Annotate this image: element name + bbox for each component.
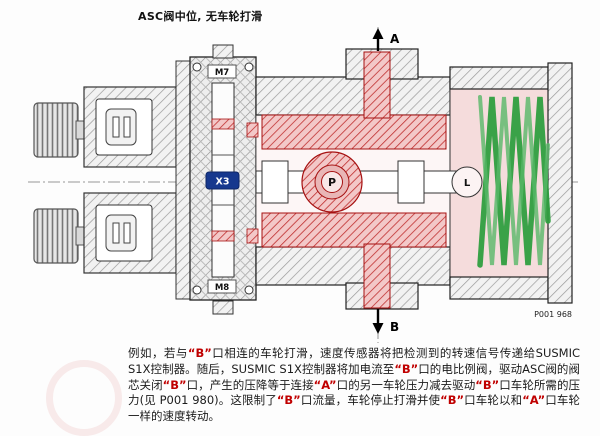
- gauge-port-m8-label: M8: [215, 283, 229, 293]
- figure-number: P001 968: [534, 310, 572, 319]
- caption-segment: 口车轮以和: [464, 393, 523, 408]
- arrow-down-icon: [372, 323, 384, 334]
- caption-text: 例如，若与“B”口相连的车轮打滑，速度传感器将把检测到的转速信号传递给SUSMI…: [128, 346, 580, 425]
- valve-cross-section-svg: M7 M8 P: [28, 27, 578, 343]
- caption-segment: 口车轮所需的压力(见 P001 980)。这限制了: [128, 377, 581, 408]
- pressure-chamber-top: [261, 114, 447, 150]
- leak-port-l: L: [451, 166, 483, 198]
- return-spring: [477, 95, 551, 268]
- caption-segment: 口相连的车轮打滑，速度传感器将把检测到的转速信号传递给SUSMIC S1X控制器…: [128, 346, 581, 376]
- port-a-arrow: A: [372, 28, 400, 51]
- caption-port-ref: “B”: [187, 346, 212, 360]
- caption-port-ref: “B”: [276, 393, 301, 408]
- caption-port-ref: “A”: [522, 393, 546, 408]
- arrow-up-icon: [372, 28, 384, 39]
- electrical-plug-top: [33, 102, 87, 158]
- pressure-chambers: [246, 51, 447, 309]
- caption-segment: 口流量，车轮停止打滑并使: [300, 393, 441, 408]
- port-b-duct: [363, 243, 391, 309]
- connector-x3-label: X3: [216, 177, 230, 188]
- end-cap: [547, 62, 573, 304]
- caption-port-ref: “B”: [394, 361, 419, 376]
- gauge-port-m8: M8: [207, 279, 237, 315]
- watermark-stamp: [46, 360, 122, 436]
- gauge-port-m7: M7: [207, 44, 237, 79]
- diagram-title: ASC阀中位, 无车轮打滑: [138, 10, 263, 23]
- solenoid-coil-top: [83, 86, 177, 168]
- pressure-chamber-bottom: [261, 212, 447, 248]
- caption-segment: 口的另一车轮压力减去驱动: [336, 377, 476, 392]
- caption-segment: 例如，若与: [128, 346, 188, 360]
- leak-port-l-label: L: [464, 178, 471, 189]
- gauge-port-m7-label: M7: [215, 68, 229, 78]
- caption-port-ref: “B”: [475, 377, 500, 392]
- pump-port-p: P: [301, 151, 363, 213]
- caption-port-ref: “B”: [440, 393, 465, 408]
- caption-segment: 口，产生的压降等于连接: [186, 377, 314, 392]
- pump-port-p-label: P: [328, 176, 336, 189]
- caption-port-ref: “A”: [313, 377, 337, 392]
- port-a-label: A: [390, 32, 400, 46]
- port-b-arrow: B: [372, 309, 399, 334]
- caption-segment: 口的电比例阀，驱动ASC阀的阀芯关闭: [128, 361, 580, 392]
- valve-diagram: M7 M8 P: [0, 25, 600, 345]
- port-a-duct: [363, 51, 391, 119]
- port-b-label: B: [390, 320, 399, 334]
- connector-x3-badge: X3: [205, 171, 240, 190]
- electrical-plug-bottom: [33, 208, 87, 264]
- solenoid-coil-bottom: [83, 192, 177, 274]
- caption-port-ref: “B”: [162, 377, 187, 392]
- caption-segment: 口车轮一样的速度转动。: [128, 393, 581, 424]
- mounting-plate: [175, 60, 191, 300]
